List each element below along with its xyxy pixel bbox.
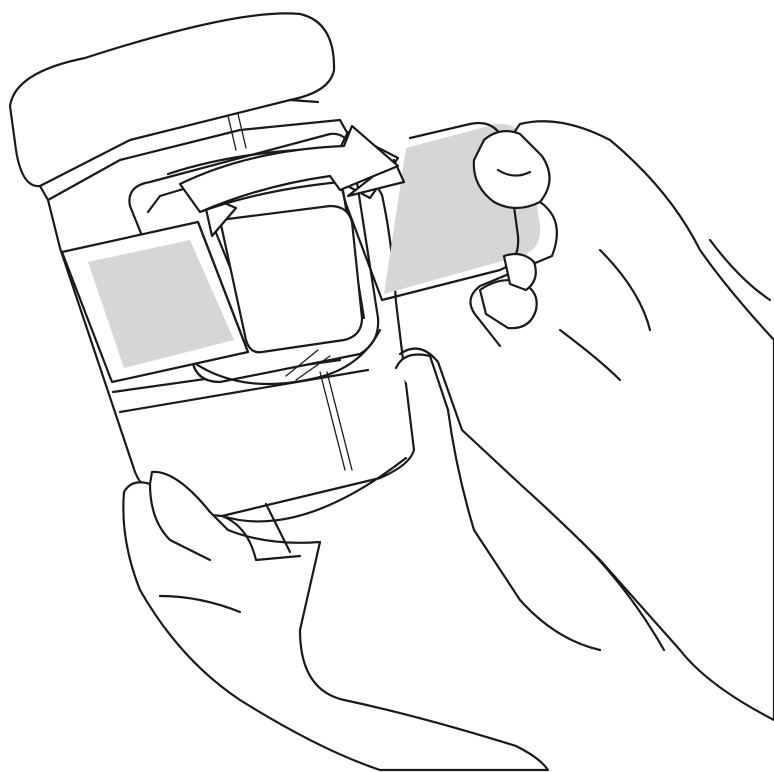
container-tape-illustration xyxy=(0,0,774,772)
